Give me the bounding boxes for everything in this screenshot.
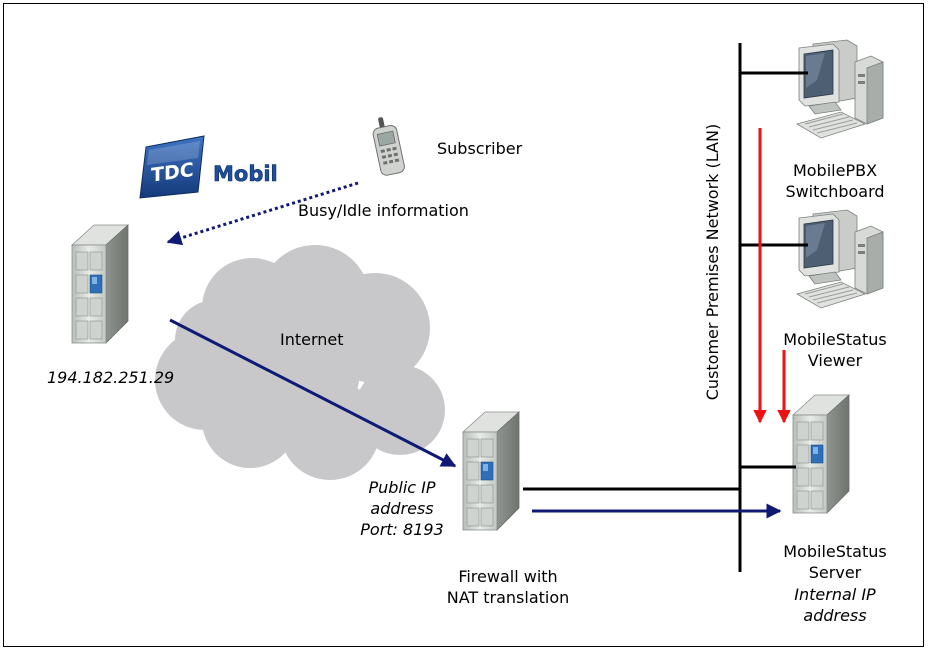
mobile-phone-icon bbox=[372, 117, 405, 176]
mobilestatus-server-label: MobileStatus Server bbox=[783, 542, 887, 582]
svg-text:Mobil: Mobil bbox=[213, 162, 278, 186]
server-icon bbox=[71, 224, 129, 344]
subscriber-label: Subscriber bbox=[437, 139, 523, 158]
diagram-frame bbox=[3, 3, 924, 647]
lan-bus bbox=[738, 43, 808, 572]
workstation-icon bbox=[796, 39, 884, 139]
cloud-icon bbox=[155, 245, 445, 480]
switchboard-label: MobilePBX Switchboard bbox=[785, 161, 885, 201]
server-icon bbox=[792, 394, 850, 514]
public-ip-label: Public IP address Port: 8193 bbox=[360, 478, 444, 539]
internet-arrow bbox=[169, 318, 457, 468]
server-icon bbox=[462, 411, 520, 531]
internet-label: Internet bbox=[280, 330, 344, 349]
lan-label: Customer Premises Network (LAN) bbox=[703, 123, 722, 401]
workstation-icon bbox=[796, 209, 884, 309]
tdc-server-ip-label: 194.182.251.29 bbox=[47, 368, 175, 387]
internal-ip-label: Internal IP address bbox=[794, 585, 876, 625]
firewall-label: Firewall with NAT translation bbox=[446, 567, 570, 607]
busy-idle-label: Busy/Idle information bbox=[298, 201, 469, 220]
tdc-mobil-logo: TDC Mobil bbox=[139, 135, 278, 199]
viewer-label: MobileStatus Viewer bbox=[783, 330, 887, 370]
